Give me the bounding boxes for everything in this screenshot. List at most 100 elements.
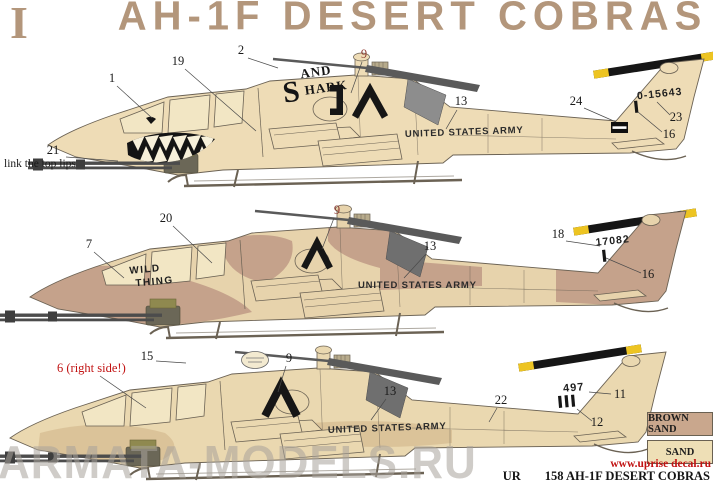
tail-rotor-hub [659,62,679,74]
tail-stripe-marks [634,100,639,113]
leader-line [370,398,387,421]
callout-13: 13 [424,239,437,253]
callout-9: 9 [286,351,292,365]
leader-line [605,257,642,274]
tail-stripe-marks [601,249,607,262]
horizontal-stabilizer [573,430,628,443]
landing-skids [129,453,425,481]
tail-number: 497 [563,381,585,395]
unit-emblem [241,351,269,369]
boom-text: UNITED STATES ARMY [358,280,477,291]
main-rotor-blade [347,217,462,244]
tail-number: 0-15643 [636,86,683,103]
color-chip-label: BROWN SAND [648,413,689,435]
callout-22: 22 [495,393,508,407]
product-name: 158 AH-1F DESERT COBRAS [544,469,710,483]
main-rotor-blade-far [272,57,368,70]
leader-line [93,251,125,279]
leader-line [247,57,279,69]
callout-18: 18 [552,227,565,241]
svg-text:AND: AND [299,62,332,81]
tail-number: 17082 [595,233,630,249]
chin-turret-gun [0,298,181,326]
leader-line [99,375,147,409]
leader-line [116,85,153,119]
boom-text: UNITED STATES ARMY [328,421,447,436]
canopy [81,380,226,451]
main-rotor-blade-far [254,209,350,222]
boom-text: UNITED STATES ARMY [405,125,524,140]
helicopter-497: UNITED STATES ARMY 497 [0,344,667,481]
callout-15: 15 [141,349,154,363]
tail-rotor [518,344,642,372]
manufacturer-website[interactable]: www.uprise decal.ru [610,458,711,470]
sheet-title: AH-1F DESERT COBRAS [117,0,708,39]
fuselage [48,59,704,175]
svg-text:THING: THING [135,275,174,289]
callout-24: 24 [570,94,583,108]
callout-2: 2 [238,43,244,57]
callout-9: 9 [361,47,367,61]
landing-skids [167,160,463,188]
leader-line [576,408,593,422]
stub-wing-tow-launchers [250,274,385,319]
access-panel [312,96,348,122]
leader-line [321,217,335,250]
callout-9: 9 [334,203,340,217]
leader-line [637,111,663,133]
chevron-marking [301,235,333,270]
callout-6 (right side!): 6 (right side!) [57,361,126,375]
callout-12: 12 [591,415,604,429]
leader-line [184,68,257,132]
leader-line [565,240,601,247]
leader-line [172,225,213,264]
tail-skid [593,443,649,454]
leader-line [583,107,617,123]
leader-line [155,360,187,364]
chevron-marking [351,82,389,119]
chin-turret-gun [0,439,161,467]
leader-line [445,109,458,130]
callout-19: 19 [172,54,185,68]
svg-text:S: S [281,75,302,110]
shark-mouth [127,116,215,163]
panel-lines [319,368,579,449]
shark-eye [146,116,156,124]
tail-skid [631,150,687,161]
main-rotor-blade [365,65,480,92]
color-chip-label: SAND [665,446,695,458]
chevron-marking [261,376,301,418]
svg-text:WILD: WILD [129,263,161,277]
tail-skid [613,302,669,313]
stub-wing-tow-launchers [230,415,365,460]
callout-13: 13 [455,94,468,108]
callout-20: 20 [160,211,173,225]
leader-line [350,61,363,94]
exhaust-nozzle [403,78,447,126]
horizontal-stabilizer [593,289,648,302]
corner-stencil-mark: I [10,0,28,48]
callout-1: 1 [109,71,115,85]
callout-7: 7 [86,237,92,251]
tail-rotor-hub [641,214,661,226]
camouflage-patches [30,211,686,326]
callout-23: 23 [670,110,683,124]
bracket-marking [330,85,343,115]
callout-11: 11 [614,387,626,401]
panel-lines [339,227,599,308]
leader-line [403,253,427,279]
leader-line [277,365,287,393]
rotor-mast [315,345,332,370]
landing-skids [149,312,445,340]
callout-16: 16 [642,267,655,281]
leader-line [65,156,119,162]
leader-line [488,407,498,423]
exhaust-nozzle [385,230,429,278]
